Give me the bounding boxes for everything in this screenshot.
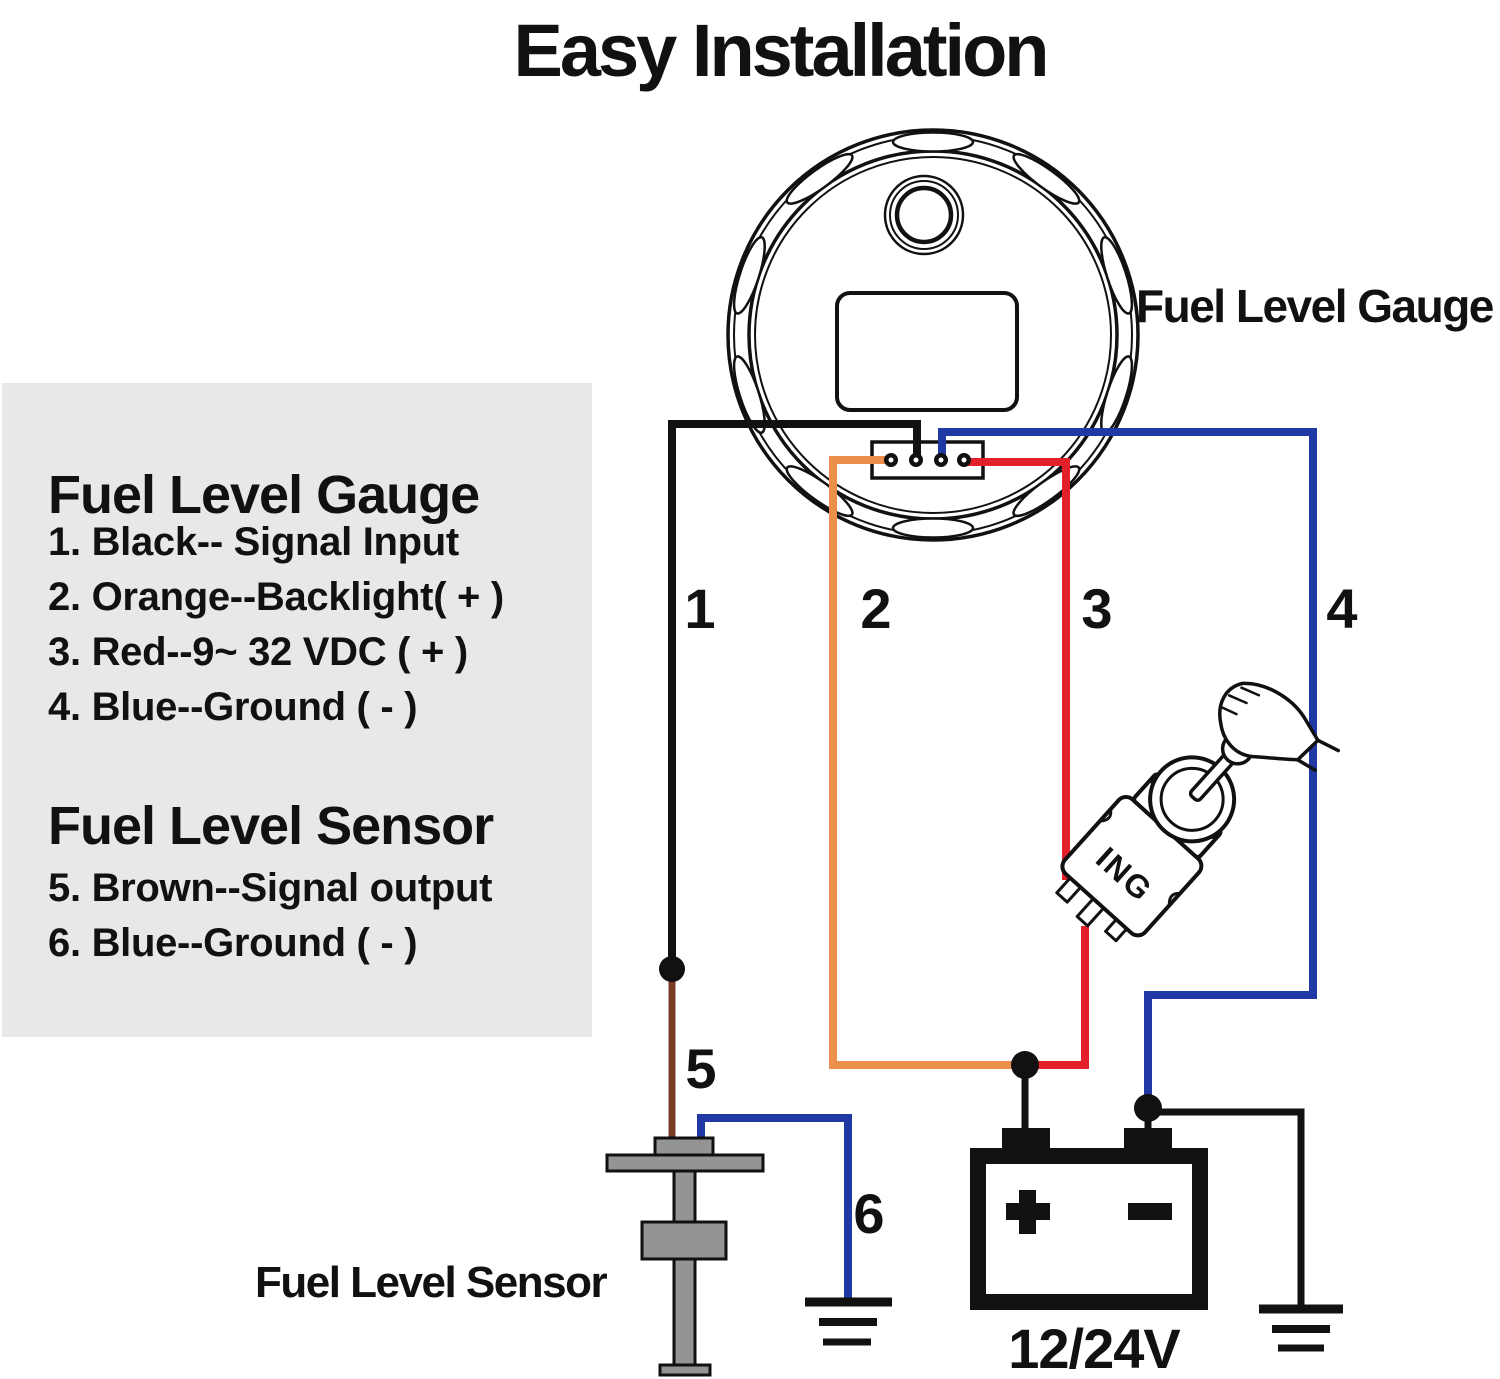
battery-case <box>970 1148 1208 1310</box>
legend-gauge-items: 1. Black-- Signal Input 2. Orange--Backl… <box>48 515 504 735</box>
wires <box>668 420 1317 1306</box>
gauge-bezel-inner-ring <box>754 156 1112 514</box>
ignition-switch-drawing: ING <box>1055 681 1341 943</box>
wire-number-6: 6 <box>853 1182 885 1245</box>
legend-item-6: 6. Blue--Ground ( - ) <box>48 921 418 965</box>
gauge-pin-2-center <box>913 457 919 463</box>
battery-negative-to-ground-wire <box>1148 1108 1305 1306</box>
wire-number-1: 1 <box>684 577 716 640</box>
wire-number-3: 3 <box>1081 577 1113 640</box>
legend-item-3: 3. Red--9~ 32 VDC ( + ) <box>48 630 468 674</box>
hand-finger-lines <box>1220 686 1261 716</box>
blue-negative-junction-dot <box>1134 1094 1162 1122</box>
fuel-level-gauge-drawing <box>726 128 1140 542</box>
sensor-foot <box>658 1363 712 1377</box>
black-brown-junction-dot <box>659 956 685 982</box>
gauge-terminal-pins <box>884 453 971 467</box>
legend-gauge-heading: Fuel Level Gauge <box>48 465 480 525</box>
wire-number-5: 5 <box>685 1037 717 1100</box>
battery-minus-symbol <box>1128 1203 1172 1220</box>
orange-red-junction-dot <box>1011 1051 1039 1079</box>
wire-4-blue-ground <box>938 428 1317 1102</box>
gauge-pin-4-center <box>961 457 967 463</box>
gauge-bezel-outer-ring <box>726 128 1140 542</box>
hand-wrist-lines <box>1295 738 1341 772</box>
wire-3-red-power-upper <box>964 458 1070 880</box>
legend-item-5: 5. Brown--Signal output <box>48 866 493 910</box>
wire-number-4: 4 <box>1326 577 1358 640</box>
legend-sensor-items: 5. Brown--Signal output 6. Blue--Ground … <box>48 861 492 971</box>
sensor-flange <box>605 1153 765 1173</box>
wire-number-2: 2 <box>860 577 892 640</box>
wire-6-blue-sensor-ground <box>697 1114 852 1300</box>
battery-voltage-label: 12/24V <box>1008 1317 1181 1379</box>
legend-item-2: 2. Orange--Backlight( + ) <box>48 575 504 619</box>
gauge-callout-label: Fuel Level Gauge <box>1136 280 1494 332</box>
gauge-pin-1-center <box>888 457 894 463</box>
fuel-level-sensor-drawing <box>605 1136 765 1377</box>
battery-plus-symbol <box>1006 1190 1050 1234</box>
gauge-top-boss <box>883 174 965 256</box>
wire-3-red-power-lower <box>1035 926 1089 1069</box>
gauge-pin-3-center <box>938 457 944 463</box>
legend-panel <box>2 383 592 1037</box>
junction-dots <box>659 956 1162 1122</box>
sensor-lower-shaft <box>672 1257 697 1369</box>
gauge-back-plate <box>835 291 1019 412</box>
sensor-callout-label: Fuel Level Sensor <box>255 1258 608 1307</box>
switch-body-shading <box>1098 807 1182 907</box>
page-title: Easy Installation <box>513 9 1050 92</box>
wire-2-orange-backlight <box>829 456 1015 1069</box>
sensor-float <box>640 1220 728 1261</box>
legend-sensor-heading: Fuel Level Sensor <box>48 796 494 856</box>
sensor-upper-shaft <box>672 1169 697 1226</box>
ground-symbol-battery <box>1259 1304 1343 1352</box>
ground-symbol-sensor <box>805 1297 892 1346</box>
wire-1-black-signal-input <box>668 420 921 962</box>
legend-item-1: 1. Black-- Signal Input <box>48 520 459 564</box>
legend-item-4: 4. Blue--Ground ( - ) <box>48 685 418 729</box>
battery-drawing <box>970 1128 1208 1310</box>
